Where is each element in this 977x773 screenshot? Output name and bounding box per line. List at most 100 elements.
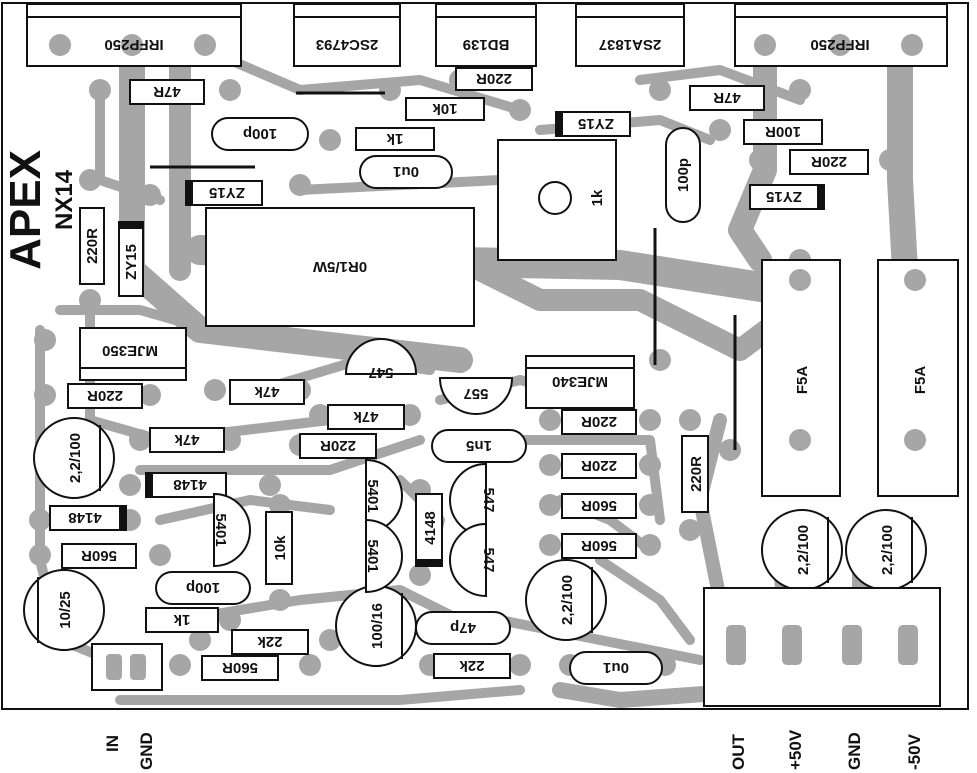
svg-text:22k: 22k [257, 633, 283, 650]
transistor-irfp250-left: IRFP250 [26, 3, 242, 67]
svg-text:MJE350: MJE350 [102, 342, 158, 359]
label-minus50v: -50V [905, 734, 924, 770]
transistor-mje340: MJE340 [525, 355, 635, 409]
irfp250-left-label: IRFP250 [104, 36, 163, 53]
bd139-label: BD139 [463, 36, 510, 53]
transistor-547-a: 547 [344, 338, 418, 381]
resistor-47r-top-left: 47R [129, 79, 205, 105]
capacitor-2-2-100-center: 2,2/100 [525, 559, 607, 641]
svg-text:560R: 560R [81, 547, 117, 564]
capacitor-0u1-bottom: 0u1 [569, 651, 663, 685]
capacitor-47p: 47p [415, 611, 511, 645]
svg-text:10/25: 10/25 [57, 591, 74, 629]
svg-text:47R: 47R [153, 83, 181, 100]
svg-text:220R: 220R [87, 387, 123, 404]
svg-text:220R: 220R [84, 228, 101, 264]
svg-text:1k: 1k [589, 189, 606, 206]
svg-text:ZY15: ZY15 [123, 244, 140, 280]
zener-zy15-d: ZY15 [749, 184, 825, 210]
resistor-1k-bottom: 1k [145, 607, 219, 633]
capacitor-2-2-100-left: 2,2/100 [33, 417, 115, 499]
label-gnd-in: GND [137, 732, 156, 770]
svg-text:F5A: F5A [794, 366, 811, 395]
capacitor-100-16: 100/16 [335, 585, 417, 667]
transistor-5401-c: 5401 [364, 518, 403, 594]
resistor-0r1-5w: 0R1/5W [205, 207, 475, 327]
power-output-connector [703, 587, 941, 707]
resistor-220r-right: 220R [789, 149, 869, 175]
svg-text:ZY15: ZY15 [209, 184, 245, 201]
zener-zy15-c: ZY15 [555, 111, 631, 137]
svg-text:MJE340: MJE340 [552, 373, 608, 390]
resistor-560r-center-a: 560R [561, 493, 637, 519]
transistor-557: 557 [438, 377, 514, 415]
brand-logo: APEX [1, 150, 50, 270]
resistor-47k-c: 47k [149, 427, 225, 453]
resistor-560r-bottom: 560R [201, 655, 279, 681]
input-connector [91, 643, 163, 691]
svg-text:47k: 47k [254, 383, 280, 400]
transistor-547-b: 547 [449, 462, 497, 538]
resistor-560r-left: 560R [61, 543, 137, 569]
transistor-2sa1837: 2SA1837 [575, 3, 685, 67]
resistor-220r-left: 220R [67, 383, 143, 409]
diode-4148-b: 4148 [49, 505, 127, 531]
svg-text:560R: 560R [581, 497, 617, 514]
transistor-bd139: BD139 [435, 3, 537, 67]
svg-text:47k: 47k [174, 431, 200, 448]
label-plus50v: +50V [786, 729, 805, 770]
2sc4793-label: 2SC4793 [316, 36, 379, 53]
svg-text:2,2/100: 2,2/100 [795, 525, 812, 575]
capacitor-1n5: 1n5 [431, 429, 527, 463]
svg-text:220R: 220R [811, 153, 847, 170]
resistor-22k-b: 22k [433, 653, 511, 679]
capacitor-0u1-top: 0u1 [359, 155, 453, 189]
resistor-47r-top-right: 47R [689, 85, 765, 111]
label-in: IN [103, 735, 122, 752]
svg-text:47p: 47p [450, 619, 476, 636]
diode-4148-c: 4148 [415, 493, 443, 567]
svg-text:2,2/100: 2,2/100 [879, 525, 896, 575]
label-gnd-power: GND [845, 732, 864, 770]
label-out: OUT [729, 734, 748, 770]
svg-text:1k: 1k [386, 130, 403, 147]
svg-text:10k: 10k [432, 100, 458, 117]
transistor-5401-b: 5401 [212, 492, 251, 568]
resistor-220r-center-b: 220R [561, 453, 637, 479]
svg-text:4148: 4148 [422, 511, 439, 544]
model-label: NX14 [51, 169, 78, 230]
diode-4148-a: 4148 [145, 472, 227, 498]
resistor-22k-a: 22k [231, 629, 309, 655]
resistor-220r-mid: 220R [299, 433, 377, 459]
svg-text:5401: 5401 [364, 479, 381, 512]
transistor-5401-a: 5401 [364, 458, 403, 534]
svg-text:ZY15: ZY15 [766, 188, 802, 205]
svg-text:220R: 220R [320, 437, 356, 454]
svg-text:220R: 220R [581, 413, 617, 430]
fuse-right: F5A [877, 259, 959, 497]
resistor-220r-top: 220R [455, 67, 533, 91]
resistor-220r-center-a: 220R [561, 409, 637, 435]
zener-zy15-a: ZY15 [185, 180, 263, 206]
svg-text:4148: 4148 [173, 476, 206, 493]
svg-text:547: 547 [368, 364, 393, 381]
svg-text:547: 547 [480, 487, 497, 512]
2sa1837-label: 2SA1837 [599, 36, 662, 53]
zener-zy15-b: ZY15 [118, 221, 144, 297]
jumper-wires [150, 91, 737, 450]
svg-text:560R: 560R [222, 659, 258, 676]
resistor-47k-a: 47k [229, 379, 305, 405]
svg-text:10k: 10k [272, 535, 289, 561]
svg-text:1k: 1k [173, 611, 190, 628]
svg-text:560R: 560R [581, 537, 617, 554]
capacitor-100p-bottom: 100p [155, 571, 251, 605]
svg-text:100/16: 100/16 [369, 603, 386, 649]
svg-text:0R1/5W: 0R1/5W [312, 258, 367, 275]
svg-text:ZY15: ZY15 [578, 115, 614, 132]
svg-text:100p: 100p [186, 579, 220, 596]
resistor-560r-center-b: 560R [561, 533, 637, 559]
svg-text:547: 547 [480, 547, 497, 572]
capacitor-100p-top: 100p [211, 117, 309, 151]
transistor-mje350: MJE350 [79, 327, 187, 381]
capacitor-2-2-100-neg: 2,2/100 [845, 509, 927, 591]
